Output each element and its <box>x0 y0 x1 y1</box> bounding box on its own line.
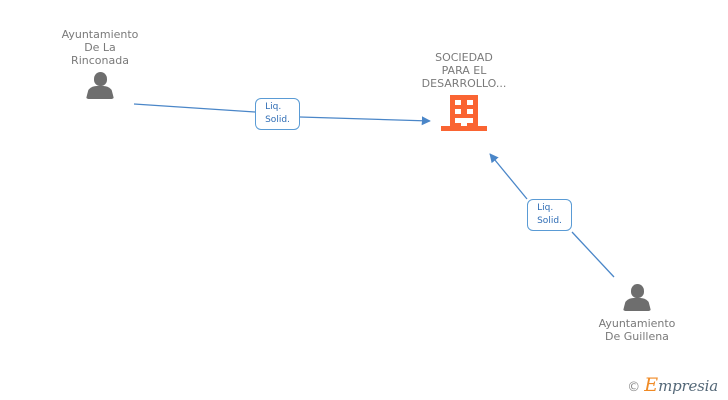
node-label-ayuntamiento-rinconada: Ayuntamiento De La Rinconada <box>61 28 139 67</box>
copyright-icon: © <box>627 380 641 395</box>
watermark-empresia: © E mpresia <box>627 374 718 396</box>
building-door <box>461 118 467 128</box>
person-body-shape <box>86 86 114 99</box>
person-head-shape <box>630 284 644 298</box>
node-label-sociedad-desarrollo: SOCIEDAD PARA EL DESARROLLO... <box>421 51 507 90</box>
node-label-ayuntamiento-guillena: Ayuntamiento De Guillena <box>598 317 676 343</box>
edge-line-rinconada <box>133 103 256 113</box>
edge-line-guillena-arrow <box>489 153 528 200</box>
node-ayuntamiento-guillena[interactable]: Ayuntamiento De Guillena <box>577 284 697 343</box>
company-building-icon[interactable] <box>441 95 487 133</box>
node-ayuntamiento-rinconada[interactable]: Ayuntamiento De La Rinconada <box>40 28 160 99</box>
building-window <box>455 118 461 123</box>
edge-line-rinconada-arrow <box>299 116 431 126</box>
edge-label-rinconada[interactable]: Liq. Solid. <box>255 98 300 130</box>
brand-name: mpresia <box>658 377 718 395</box>
brand-initial: E <box>644 374 659 396</box>
building-window <box>467 100 473 105</box>
edge-line-guillena <box>571 231 615 278</box>
building-window <box>467 109 473 114</box>
person-icon[interactable] <box>622 284 652 311</box>
edge-label-guillena[interactable]: Liq. Solid. <box>527 199 572 231</box>
building-window <box>455 109 461 114</box>
building-base-shape <box>441 126 487 131</box>
node-sociedad-desarrollo[interactable]: SOCIEDAD PARA EL DESARROLLO... <box>404 51 524 133</box>
person-icon[interactable] <box>85 72 115 99</box>
building-window <box>467 118 473 123</box>
person-head-shape <box>93 72 107 86</box>
building-window <box>455 100 461 105</box>
person-body-shape <box>623 298 651 311</box>
